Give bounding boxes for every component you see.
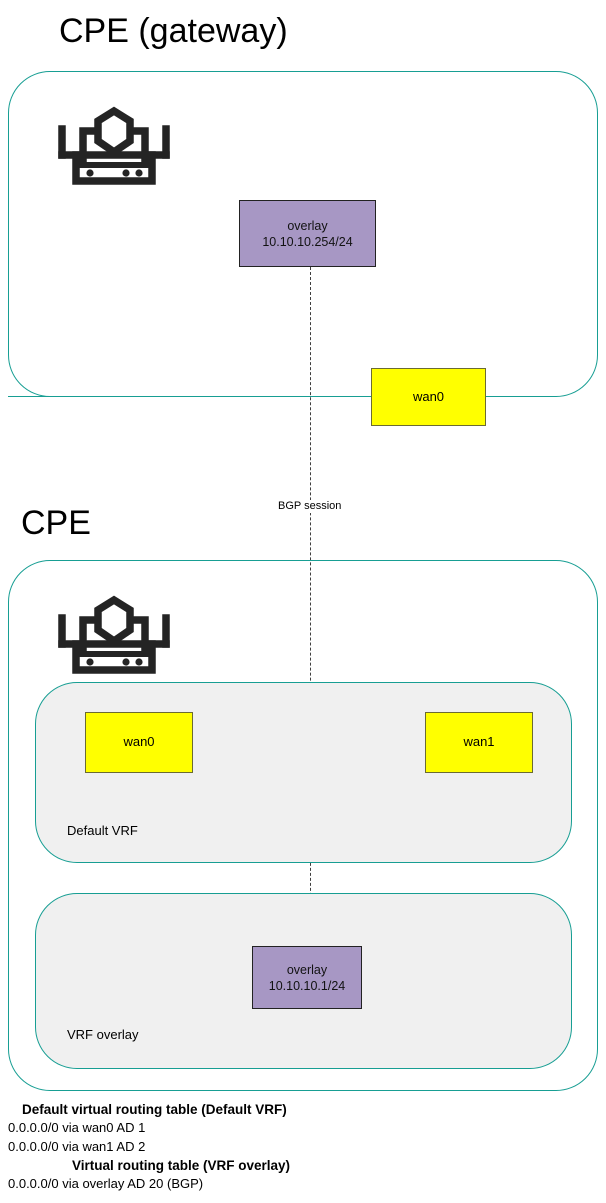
link-line-gateway-right xyxy=(486,396,556,397)
interface-address: 10.10.10.1/24 xyxy=(268,978,346,993)
routing-table-route: 0.0.0.0/0 via wan1 AD 2 xyxy=(8,1138,146,1154)
routing-table-heading-overlay: Virtual routing table (VRF overlay) xyxy=(72,1158,291,1174)
interface-name: wan1 xyxy=(463,734,495,750)
interface-name: overlay xyxy=(287,218,328,233)
bgp-session-line xyxy=(310,267,311,946)
vrf-label-overlay: VRF overlay xyxy=(67,1027,139,1042)
interface-name: wan0 xyxy=(123,734,155,750)
vrf-label-default: Default VRF xyxy=(67,823,138,838)
interface-box-cpe-wan1[interactable]: wan1 xyxy=(425,712,533,773)
interface-box-gateway-overlay[interactable]: overlay 10.10.10.254/24 xyxy=(239,200,376,267)
routing-table-route: 0.0.0.0/0 via overlay AD 20 (BGP) xyxy=(8,1176,204,1192)
interface-box-cpe-wan0[interactable]: wan0 xyxy=(85,712,193,773)
section-title-cpe: CPE xyxy=(21,504,91,542)
bgp-session-label: BGP session xyxy=(276,500,344,513)
link-line-gateway-left xyxy=(8,396,371,397)
routing-table-heading-default: Default virtual routing table (Default V… xyxy=(22,1102,287,1117)
interface-name: wan0 xyxy=(412,388,445,404)
router-firewall-icon xyxy=(52,592,176,676)
device-container-cpe xyxy=(8,560,598,1091)
interface-box-gateway-wan0[interactable]: wan0 xyxy=(371,368,486,426)
routing-tables: Default virtual routing table (Default V… xyxy=(0,1100,606,1194)
interface-name: overlay xyxy=(286,962,328,977)
interface-address: 10.10.10.254/24 xyxy=(262,234,353,249)
router-firewall-icon xyxy=(52,103,176,187)
routing-table-route: 0.0.0.0/0 via wan0 AD 1 xyxy=(8,1120,146,1136)
section-title-gateway: CPE (gateway) xyxy=(59,12,288,50)
interface-box-cpe-overlay[interactable]: overlay 10.10.10.1/24 xyxy=(252,946,362,1009)
